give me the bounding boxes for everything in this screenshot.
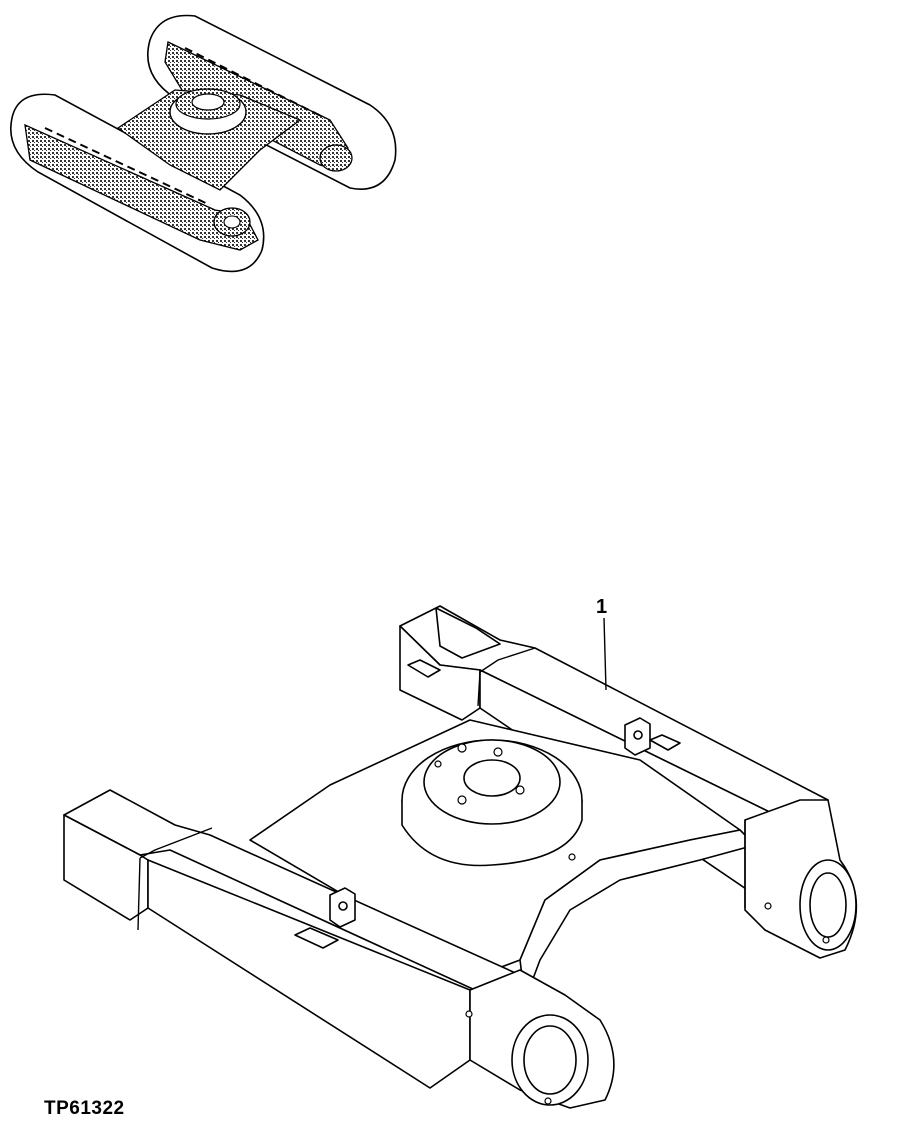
callout-number: 1 (596, 596, 608, 618)
figure-id: TP61322 (44, 1098, 125, 1119)
